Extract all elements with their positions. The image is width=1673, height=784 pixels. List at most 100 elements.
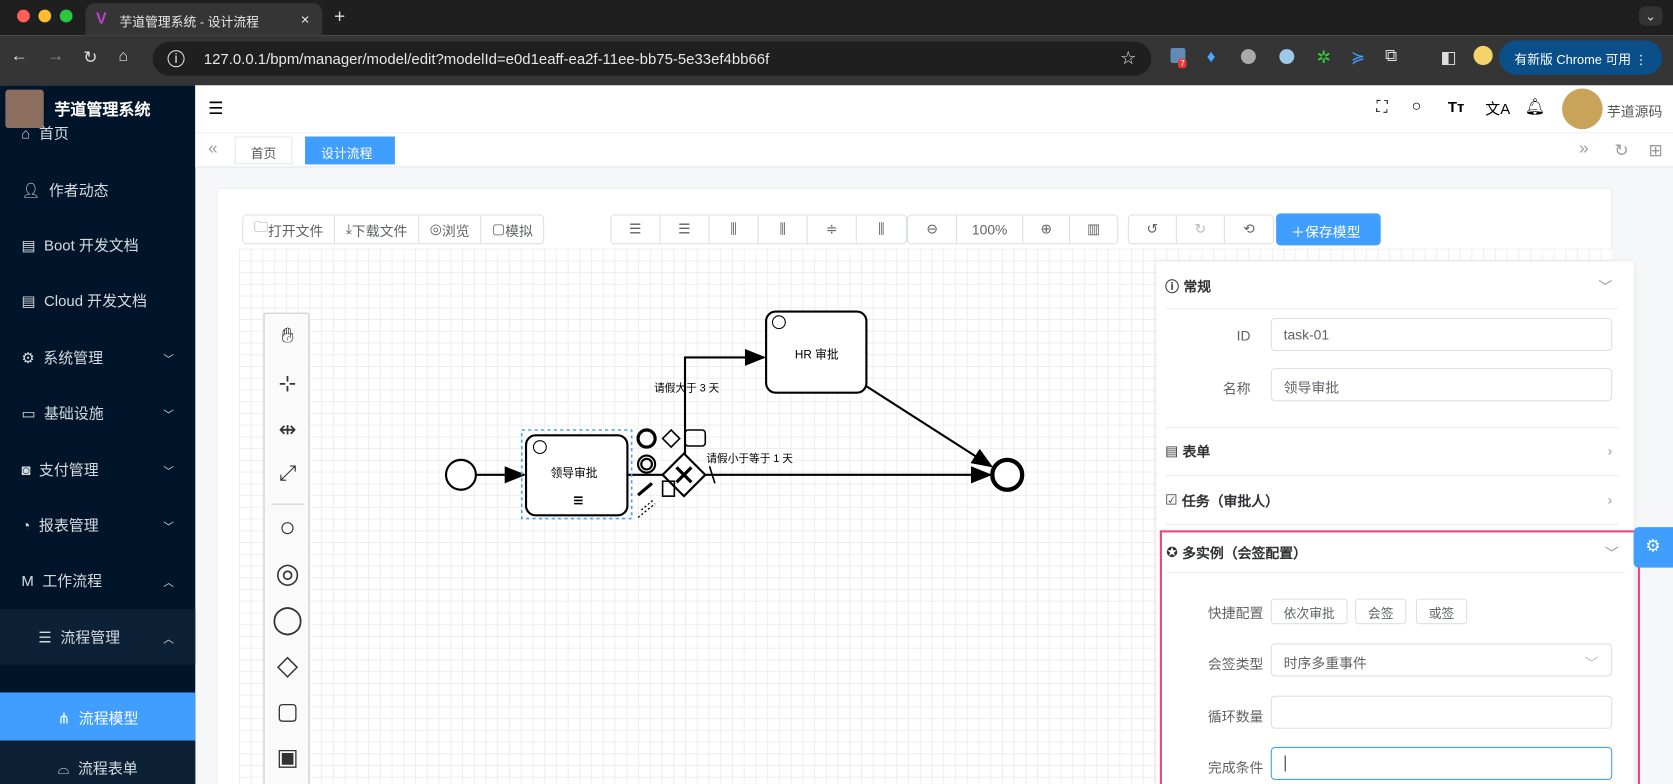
browser-tab[interactable]: V 芋道管理系统 - 设计流程 × <box>85 3 323 36</box>
bell-icon[interactable]: 🔔︎ <box>1524 98 1546 117</box>
end-event-icon[interactable]: ◯ <box>272 602 304 635</box>
scroll-right-icon[interactable]: » <box>1579 139 1589 158</box>
user-task-icon[interactable]: ▢ <box>276 697 299 725</box>
scroll-left-icon[interactable]: « <box>208 139 218 158</box>
fit-viewport-button[interactable]: ▥ <box>1087 220 1101 237</box>
align-middle-button[interactable]: ⫼ <box>878 220 885 237</box>
align-left-button[interactable]: ☰ <box>611 215 661 244</box>
subprocess-icon[interactable]: ▣ <box>276 743 299 771</box>
tags-menu-icon[interactable]: ⊞ <box>1648 141 1663 161</box>
side-panel-icon[interactable]: ◧ <box>1440 49 1457 68</box>
extension-globe-icon[interactable] <box>1279 49 1295 65</box>
task-label-hr[interactable]: HR 审批 <box>794 348 839 362</box>
site-info-icon[interactable]: i <box>167 50 185 68</box>
sidebar-item-6[interactable]: ◙支付管理﹀ <box>0 442 195 497</box>
section-task-header[interactable]: ☑任务（审批人）› <box>1165 476 1619 525</box>
hand-tool-icon[interactable]: ✋︎ <box>281 324 294 348</box>
loop-count-input[interactable] <box>1270 695 1613 729</box>
download-file-button[interactable]: ⤓下载文件 <box>335 215 420 244</box>
align-right-button[interactable]: ☰ <box>660 215 710 244</box>
tag-design-flow[interactable]: 设计流程 <box>305 136 395 165</box>
maximize-window-button[interactable] <box>59 9 73 23</box>
section-form-header[interactable]: ▤表单› <box>1165 427 1619 476</box>
forward-icon[interactable]: → <box>46 46 65 66</box>
name-input[interactable]: 领导审批 <box>1270 368 1613 402</box>
task-label-leader[interactable]: 领导审批 <box>550 467 598 481</box>
sidebar-item-11[interactable]: ⌓流程表单 <box>0 740 196 784</box>
redo-button[interactable]: ↻ <box>1177 215 1225 244</box>
align-top-button[interactable]: ⫼ <box>710 215 759 244</box>
zoom-in-button[interactable]: ⊕ <box>1023 215 1071 244</box>
sign-type-select[interactable]: 时序多重事件﹀ <box>1270 643 1613 677</box>
back-icon[interactable]: ← <box>10 46 28 66</box>
sidebar-item-9[interactable]: ☰流程管理︿ <box>0 609 196 665</box>
settings-gear-button[interactable]: ⚙ <box>1633 527 1673 568</box>
sidebar-item-7[interactable]: ◔报表管理﹀ <box>0 497 195 552</box>
extension-circle-icon[interactable] <box>1240 49 1256 65</box>
document-icon: ▤ <box>21 291 36 309</box>
align-bottom-button[interactable]: ⫼ <box>759 215 808 244</box>
sidebar-item-3[interactable]: ▤Cloud 开发文档 <box>0 273 195 328</box>
extension-star-icon[interactable]: ✲ <box>1316 49 1331 68</box>
bookmark-star-icon[interactable]: ☆ <box>1120 48 1137 69</box>
fullscreen-icon[interactable]: ⛶ <box>1376 98 1388 117</box>
home-icon[interactable]: ⌂ <box>118 46 129 66</box>
refresh-tag-icon[interactable]: ↻ <box>1614 141 1629 161</box>
zoom-out-button[interactable]: ⊖ <box>908 215 958 244</box>
sidebar-item-10[interactable]: ⋔流程模型 <box>0 692 196 744</box>
flow-label-gt3[interactable]: 请假大于 3 天 <box>654 383 720 395</box>
chip-icon: ▢ <box>492 220 506 237</box>
sidebar-item-0[interactable]: ⌂首页 <box>0 106 195 161</box>
preview-button[interactable]: ◎浏览 <box>419 215 482 244</box>
username[interactable]: 芋道源码 <box>1606 103 1663 120</box>
minimize-window-button[interactable] <box>38 9 52 23</box>
font-size-icon[interactable]: Tт <box>1447 98 1465 116</box>
profile-avatar[interactable] <box>1473 45 1493 66</box>
sidebar-item-4[interactable]: ⚙系统管理﹀ <box>0 330 195 385</box>
sidebar-item-label: 报表管理 <box>38 516 99 534</box>
flow-label-le1[interactable]: 请假小于等于 1 天 <box>706 453 793 466</box>
sidebar-item-5[interactable]: ▭基础设施﹀ <box>0 385 195 440</box>
undo-button[interactable]: ↺ <box>1129 215 1177 244</box>
translate-icon[interactable]: 文A <box>1485 100 1511 118</box>
tab-search-button[interactable]: ⌄ <box>1638 6 1663 26</box>
close-window-button[interactable] <box>17 9 30 23</box>
section-multi-header[interactable]: ✪多实例（会签配置）﹀ <box>1166 532 1626 573</box>
space-tool-icon[interactable]: ⇹ <box>278 418 297 442</box>
open-file-button[interactable]: 🗀打开文件 <box>243 215 336 244</box>
countersign-button[interactable]: 会签 <box>1355 598 1407 625</box>
connect-tool-icon[interactable]: ⤢ <box>279 462 297 486</box>
address-bar[interactable]: i 127.0.0.1/bpm/manager/model/edit?model… <box>152 41 1152 76</box>
or-sign-button[interactable]: 或签 <box>1415 598 1468 625</box>
new-tab-button[interactable]: + <box>333 5 346 27</box>
sidebar-item-label: 系统管理 <box>43 348 104 366</box>
reset-button[interactable]: ⟲ <box>1243 220 1255 237</box>
save-model-button[interactable]: ＋保存模型 <box>1276 213 1381 246</box>
gateway-icon[interactable]: ◇ <box>276 648 299 681</box>
align-center-button[interactable]: ≑ <box>808 215 857 244</box>
reload-icon[interactable]: ↻ <box>83 49 98 68</box>
close-tab-icon[interactable]: × <box>300 10 310 28</box>
sidebar-item-2[interactable]: ▤Boot 开发文档 <box>0 218 195 273</box>
sidebar-toggle-icon[interactable]: ☰ <box>208 100 224 119</box>
sequential-approval-button[interactable]: 依次审批 <box>1270 598 1348 625</box>
id-label: ID <box>1236 327 1251 344</box>
extension-diamond-icon[interactable]: ♦ <box>1206 48 1216 67</box>
start-event-icon[interactable]: ○ <box>279 511 296 544</box>
id-input[interactable]: task-01 <box>1270 317 1613 352</box>
user-avatar[interactable] <box>1562 88 1603 130</box>
section-task-title: 任务（审批人） <box>1181 492 1279 509</box>
bpmn-canvas[interactable]: 领导审批 HR 审批 请假大于 3 天 请假小于等于 1 天 ✋︎ ⊹ ⇹ ⤢ … <box>239 248 1640 784</box>
tag-home[interactable]: 首页 <box>234 136 293 165</box>
simulate-button[interactable]: ▢模拟 <box>481 216 543 244</box>
search-icon[interactable]: ○ <box>1411 97 1422 116</box>
sidebar-item-1[interactable]: 👤︎作者动态 <box>0 162 195 217</box>
extensions-puzzle-icon[interactable]: ⧉ <box>1384 46 1398 66</box>
completion-condition-input[interactable] <box>1270 746 1613 780</box>
intermediate-event-icon[interactable]: ◎ <box>275 556 300 589</box>
lasso-tool-icon[interactable]: ⊹ <box>278 372 297 396</box>
chrome-update-button[interactable]: 有新版 Chrome 可用 ⋮ <box>1499 40 1663 75</box>
extension-chevrons-icon[interactable]: ≽ <box>1350 49 1366 68</box>
